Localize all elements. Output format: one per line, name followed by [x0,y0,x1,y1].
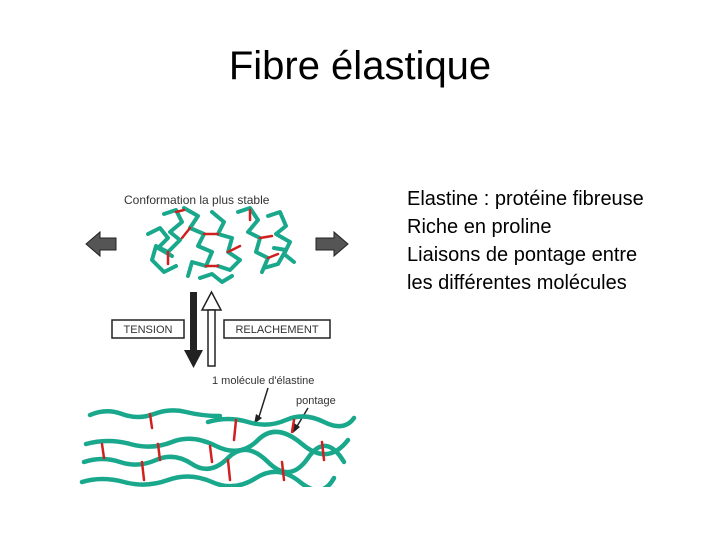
relax-up-arrow-icon [200,290,223,367]
elastin-diagram-svg: Conformation la plus stable [79,193,357,487]
tension-box [111,319,185,339]
molecule-pointer-head-icon [254,414,262,424]
tangled-crosslinks [166,208,280,268]
bullet-item: les différentes molécules [407,272,627,294]
bullet-item: Riche en proline [407,216,552,238]
stretch-left-arrow-icon [85,230,117,258]
molecule-label: 1 molécule d'élastine [212,375,314,387]
stretched-fibers [79,408,357,487]
tension-down-arrow-icon [184,292,203,368]
bullet-list: Elastine : protéine fibreuse Riche en pr… [407,185,712,297]
bullet-item: Elastine : protéine fibreuse [407,188,644,210]
stretched-crosslinks [100,412,326,482]
elastin-diagram: Conformation la plus stable [72,182,362,487]
stable-conformation-label: Conformation la plus stable [124,193,270,207]
crosslink-label: pontage [296,395,336,407]
crosslink-pointer-head-icon [293,423,300,433]
molecule-pointer [257,387,269,421]
slide-title: Fibre élastique [228,44,492,88]
stretch-right-arrow-icon [315,230,349,258]
tension-label: TENSION [124,324,173,336]
bullet-item: Liaisons de pontage entre [407,244,638,266]
relaxation-label: RELACHEMENT [235,324,318,336]
relaxation-box [223,319,331,339]
tangled-fibers [146,206,296,284]
